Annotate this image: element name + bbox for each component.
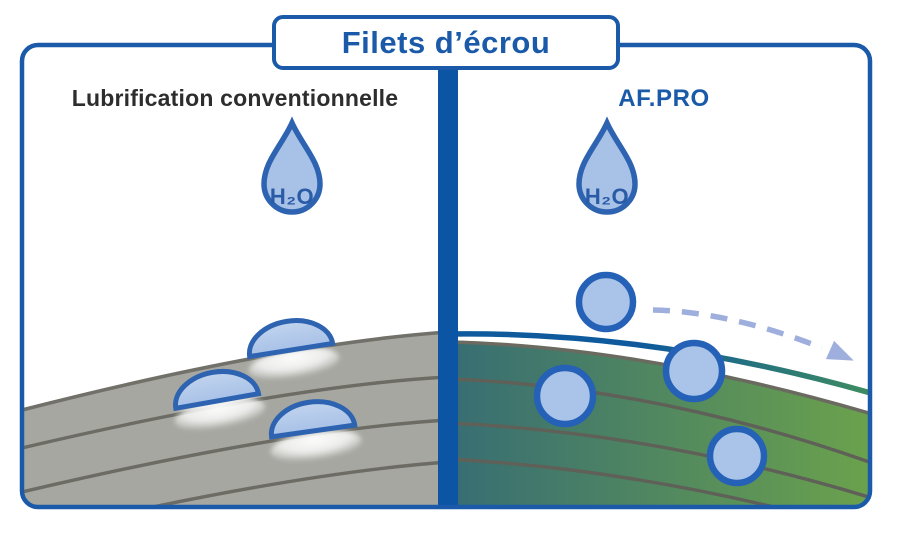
- diagram-content: [24, 64, 868, 505]
- left-thread-line: [24, 375, 449, 450]
- flat-water-droplet-icon: [268, 399, 358, 440]
- flat-water-droplet-icon: [246, 318, 336, 360]
- right-thread-line: [447, 457, 868, 505]
- protective-coating-layer: [447, 331, 868, 397]
- water-bead-icon: [662, 339, 726, 403]
- panel-divider: [438, 64, 458, 505]
- flat-water-droplet-icon: [173, 369, 262, 412]
- water-bead-icon: [533, 364, 597, 428]
- dashed-arrow-right-icon: [652, 307, 854, 361]
- left-drop-formula: H₂O: [269, 184, 315, 209]
- right-thread-line: [447, 421, 868, 500]
- water-drop-icon: [261, 116, 323, 215]
- right-drop-formula: H₂O: [584, 184, 630, 209]
- left-thread-line: [24, 460, 449, 505]
- absorbed-water-stain: [248, 347, 340, 381]
- water-bead-icon: [575, 271, 637, 333]
- absorbed-water-stain: [270, 429, 362, 463]
- right-panel-label: AF.PRO: [618, 85, 710, 112]
- right-thread-line: [447, 377, 868, 465]
- right-surface-edge: [447, 340, 868, 416]
- water-bead-icon: [706, 425, 768, 487]
- title-box: Filets d’écrou: [272, 15, 620, 70]
- page-title: Filets d’écrou: [341, 24, 551, 60]
- left-panel-label: Lubrification conventionnelle: [71, 85, 399, 111]
- left-thread-line: [24, 418, 449, 494]
- water-drop-icon: [576, 116, 638, 215]
